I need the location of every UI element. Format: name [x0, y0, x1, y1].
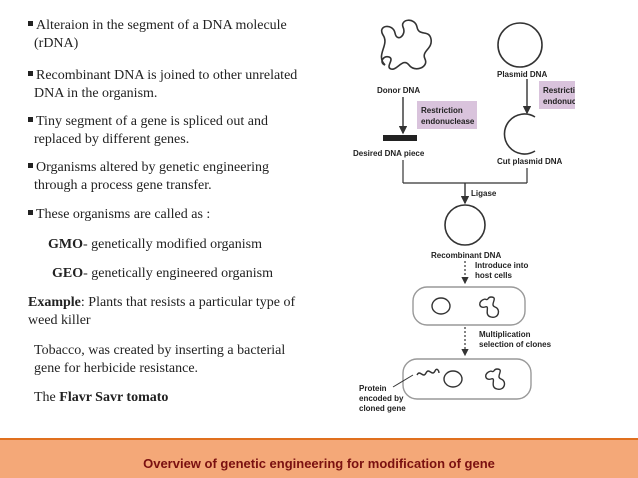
- cut-plasmid-label: Cut plasmid DNA: [497, 157, 563, 166]
- bullet-2-line1: Recombinant DNA is joined to other unrel…: [36, 68, 298, 83]
- dna-piece-icon: [383, 135, 417, 141]
- introduce-label-2: host cells: [475, 271, 512, 280]
- chromosome-icon: [485, 368, 506, 390]
- plasmid-circle-icon: [497, 22, 543, 68]
- protein-label-2: encoded by: [359, 394, 404, 403]
- desired-piece-label: Desired DNA piece: [353, 149, 425, 158]
- protein-label-3: cloned gene: [359, 404, 406, 413]
- bullet-4: Organisms altered by genetic engineering: [28, 159, 269, 177]
- host-cell-icon: [412, 286, 526, 326]
- donor-dna-label: Donor DNA: [377, 86, 420, 95]
- example-cont: weed killer: [28, 313, 91, 328]
- geo-term: GEO: [52, 266, 84, 281]
- donor-dna-squiggle-icon: [380, 19, 432, 70]
- ligase-label: Ligase: [471, 189, 497, 198]
- flavr-line: The Flavr Savr tomato: [34, 389, 168, 407]
- bullet-square-icon: [28, 117, 33, 122]
- pointer-line: [392, 374, 414, 388]
- bullet-5: These organisms are called as :: [28, 206, 210, 224]
- restriction-label-1: Restriction: [421, 106, 463, 115]
- footer-bar: [0, 438, 638, 478]
- cut-plasmid-icon: [503, 113, 536, 155]
- gmo-definition: - genetically modified organism: [83, 237, 262, 252]
- bullet-3-line1: Tiny segment of a gene is spliced out an…: [36, 114, 269, 129]
- enzyme-box-1: [417, 101, 477, 129]
- gmo-term: GMO: [48, 237, 83, 252]
- plasmid-small-icon: [443, 370, 463, 388]
- bullet-square-icon: [28, 71, 33, 76]
- endonuclease-label-1: endonuclease: [421, 117, 475, 126]
- endonuclease-label-2: endonuclease: [543, 97, 575, 106]
- recombinant-label: Recombinant DNA: [431, 251, 501, 260]
- clone-cell-icon: [402, 358, 532, 400]
- tobacco-line2: gene for herbicide resistance.: [34, 361, 199, 376]
- footer-divider: [0, 438, 638, 440]
- plasmid-small-icon: [431, 297, 451, 315]
- footer-title: Overview of genetic engineering for modi…: [143, 456, 495, 471]
- recombinant-circle-icon: [444, 204, 486, 246]
- flavr-prefix: The: [34, 390, 60, 405]
- protein-squiggle-icon: [416, 368, 440, 376]
- enzyme-box-2: [539, 81, 575, 109]
- bullet-1: Alteraion in the segment of a DNA molecu…: [28, 17, 287, 35]
- example-line: Example: Plants that resists a particula…: [28, 294, 295, 312]
- bullet-5-line1: These organisms are called as :: [36, 207, 211, 222]
- bullet-3: Tiny segment of a gene is spliced out an…: [28, 113, 268, 131]
- plasmid-dna-label: Plasmid DNA: [497, 70, 547, 79]
- introduce-label-1: Introduce into: [475, 261, 528, 270]
- bullet-square-icon: [28, 210, 33, 215]
- multiplication-label-1: Multiplication: [479, 330, 531, 339]
- chromosome-icon: [479, 296, 500, 318]
- protein-label-1: Protein: [359, 384, 387, 393]
- bullet-1-line1: Alteraion in the segment of a DNA molecu…: [36, 18, 287, 33]
- geo-definition: - genetically engineered organism: [83, 266, 273, 281]
- example-label: Example: [28, 295, 81, 310]
- geo-line: GEO- genetically engineered organism: [52, 265, 273, 283]
- restriction-label-2: Restriction: [543, 86, 575, 95]
- bullet-2: Recombinant DNA is joined to other unrel…: [28, 67, 297, 85]
- example-text: : Plants that resists a particular type …: [80, 295, 296, 310]
- gmo-line: GMO- genetically modified organism: [48, 236, 262, 254]
- multiplication-label-2: selection of clones: [479, 340, 552, 349]
- bullet-3-cont: replaced by different genes.: [34, 132, 190, 147]
- flavr-name: Flavr Savr tomato: [59, 390, 169, 405]
- bullet-2-cont: DNA in the organism.: [34, 86, 158, 101]
- genetic-engineering-diagram: Donor DNA Plasmid DNA Restriction endonu…: [353, 19, 575, 413]
- bullet-1-cont: (rDNA): [34, 36, 79, 51]
- bullet-square-icon: [28, 21, 33, 26]
- tobacco-line1: Tobacco, was created by inserting a bact…: [34, 343, 286, 358]
- bullet-square-icon: [28, 163, 33, 168]
- bullet-4-line1: Organisms altered by genetic engineering: [36, 160, 269, 175]
- bullet-4-cont: through a process gene transfer.: [34, 178, 212, 193]
